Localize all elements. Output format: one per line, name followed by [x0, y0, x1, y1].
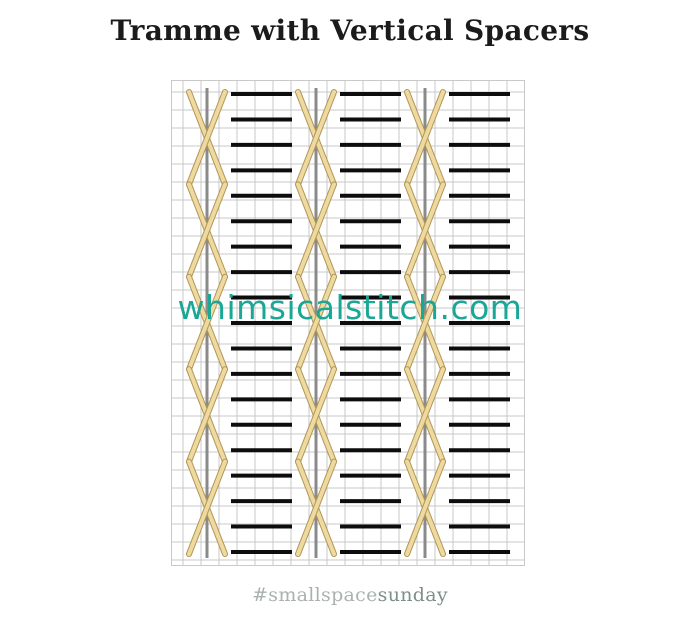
hashtag-part1: #smallspace	[252, 584, 378, 606]
cross-stitch	[296, 182, 336, 279]
cross-stitch	[405, 274, 445, 372]
cross-stitch	[187, 459, 227, 556]
cross-stitch	[405, 459, 445, 556]
stitch-diagram	[171, 80, 525, 566]
cross-stitch	[296, 274, 336, 372]
hashtag-part2: sunday	[377, 584, 448, 606]
cross-stitch	[187, 90, 227, 187]
cross-stitch	[296, 459, 336, 556]
hashtag: #smallspacesunday	[0, 584, 700, 606]
page-title: Tramme with Vertical Spacers	[110, 14, 590, 47]
cross-stitch	[296, 90, 336, 187]
cross-stitch	[187, 367, 227, 464]
cross-stitch	[405, 367, 445, 464]
cross-stitch	[296, 367, 336, 464]
stitch-pattern	[186, 88, 510, 558]
cross-stitch	[187, 274, 227, 372]
cross-stitch	[405, 182, 445, 279]
cross-stitch	[405, 90, 445, 187]
cross-stitch	[187, 182, 227, 279]
watermark-text: whimsicalstitch.com	[177, 288, 523, 327]
